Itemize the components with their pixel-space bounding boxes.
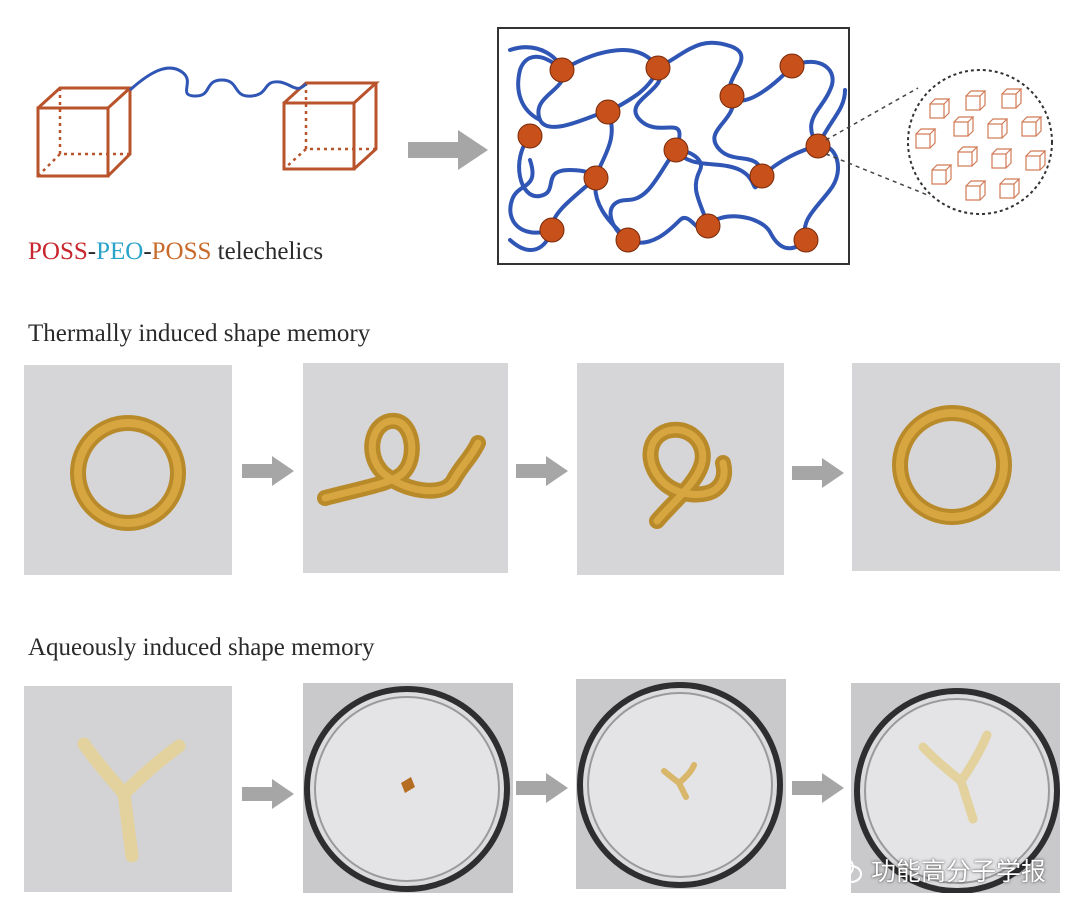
network-diagram xyxy=(497,27,850,265)
label-poss-1: POSS xyxy=(28,238,88,265)
arrow-right-icon xyxy=(242,779,294,809)
label-sep-1: - xyxy=(87,238,97,265)
thermal-row-title: Thermally induced shape memory xyxy=(28,320,371,347)
poss-peo-schematic xyxy=(36,27,1053,265)
label-telechelics: telechelics xyxy=(211,238,324,265)
label-peo: PEO xyxy=(96,238,144,265)
peo-chain xyxy=(128,66,308,98)
arrow-right-icon xyxy=(242,456,294,486)
aqueous-photo-1 xyxy=(24,686,232,892)
poss-cube-icon xyxy=(36,86,134,178)
arrow-right-icon xyxy=(516,773,568,803)
label-poss-2: POSS xyxy=(151,238,212,265)
aqueous-photo-3 xyxy=(576,679,786,889)
thermal-photo-1 xyxy=(24,365,232,575)
label-sep-2: - xyxy=(143,238,152,265)
aqueous-photo-2 xyxy=(303,683,513,893)
arrow-right-icon xyxy=(408,130,488,170)
thermal-photo-4 xyxy=(852,363,1060,571)
wechat-icon xyxy=(827,856,862,883)
poss-cube-icon xyxy=(282,81,380,171)
arrow-right-icon xyxy=(792,458,844,488)
thermal-photo-3 xyxy=(577,363,784,575)
watermark-text: 功能高分子学报 xyxy=(870,857,1046,886)
aqueous-row-title: Aqueously induced shape memory xyxy=(28,634,375,661)
arrow-right-icon xyxy=(516,456,568,486)
telechelic-label: POSS-PEO-POSS telechelics xyxy=(28,238,323,266)
aqueous-photo-4 xyxy=(851,683,1060,893)
thermal-photo-2 xyxy=(303,363,508,573)
arrow-right-icon xyxy=(792,773,844,803)
poss-zoom-circle xyxy=(907,69,1053,215)
watermark: 功能高分子学报 xyxy=(827,852,1046,888)
